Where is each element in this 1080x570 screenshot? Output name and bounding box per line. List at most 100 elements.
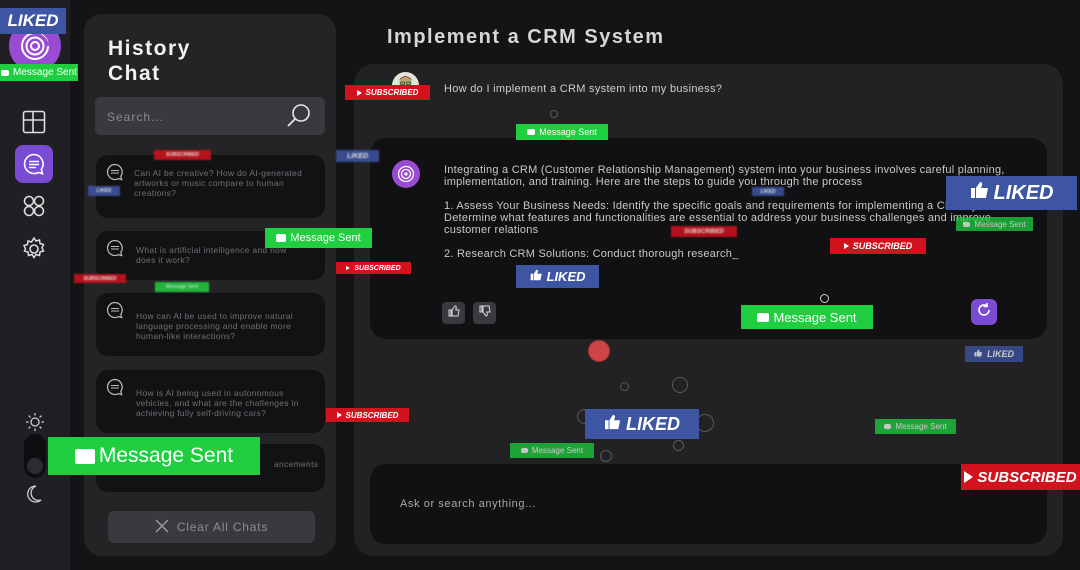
- list-item[interactable]: What is artificial intelligence and how …: [96, 231, 325, 280]
- clear-all-chats-button[interactable]: Clear All Chats: [108, 511, 315, 543]
- message-sent-label: Message Sent: [773, 309, 857, 325]
- layout-icon[interactable]: [15, 103, 53, 141]
- list-item[interactable]: How can AI be used to improve natural la…: [96, 293, 325, 356]
- liked-label: LIKED: [760, 188, 776, 195]
- assistant-avatar-icon: [392, 160, 420, 188]
- search-input[interactable]: [105, 105, 279, 129]
- message-sent-label: Message Sent: [539, 127, 597, 137]
- subscribed-label: SUBSCRIBED: [345, 410, 399, 420]
- subscribed-sticker: SUBSCRIBED: [830, 238, 926, 254]
- refresh-icon: [976, 302, 992, 323]
- play-icon: [346, 266, 351, 270]
- answer-paragraph: 1. Assess Your Business Needs: Identify …: [444, 200, 1006, 236]
- liked-label: LIKED: [993, 181, 1054, 204]
- subscribed-label: SUBSCRIBED: [977, 468, 1077, 486]
- message-sent-label: Message Sent: [166, 284, 198, 290]
- liked-label: LIKED: [96, 188, 112, 194]
- play-icon: [356, 89, 362, 96]
- subscribed-label: SUBSCRIBED: [83, 275, 117, 282]
- liked-label: LIKED: [546, 269, 586, 284]
- decorative-ring: [588, 340, 610, 362]
- liked-sticker: LIKED: [965, 346, 1023, 362]
- play-icon: [964, 471, 974, 483]
- subscribed-sticker: SUBSCRIBED: [326, 408, 409, 422]
- page-title: Implement a CRM System: [387, 26, 665, 48]
- history-title: History Chat: [108, 36, 258, 86]
- decorative-ring: [673, 440, 684, 451]
- decorative-ring: [620, 382, 629, 391]
- thumbs-down-button[interactable]: [473, 302, 496, 324]
- liked-label: LIKED: [347, 152, 368, 160]
- thumbs-up-icon: [448, 304, 460, 322]
- thumbs-up-button[interactable]: [442, 302, 465, 324]
- subscribed-label: SUBSCRIBED: [852, 241, 913, 251]
- community-icon[interactable]: [15, 187, 53, 225]
- liked-sticker: LIKED: [516, 265, 599, 288]
- message-sent-label: Message Sent: [974, 219, 1026, 229]
- message-sent-sticker: Message Sent: [155, 282, 209, 292]
- decorative-ring: [820, 294, 829, 303]
- thumbs-up-icon: [604, 414, 622, 435]
- settings-icon[interactable]: [15, 230, 53, 268]
- search-box: [95, 97, 325, 135]
- liked-label: LIKED: [987, 349, 1014, 359]
- liked-sticker: LIKED: [752, 187, 784, 196]
- liked-sticker: LIKED: [0, 8, 66, 34]
- message-sent-sticker: Message Sent: [741, 305, 873, 329]
- subscribed-sticker: SUBSCRIBED: [345, 85, 430, 100]
- subscribed-label: SUBSCRIBED: [365, 88, 419, 97]
- list-item[interactable]: How is AI being used in autonomous vehic…: [96, 370, 325, 433]
- message-sent-sticker: Message Sent: [875, 419, 956, 434]
- sun-icon[interactable]: [25, 412, 45, 437]
- clear-all-chats-label: Clear All Chats: [176, 520, 269, 534]
- list-item[interactable]: Can AI be creative? How do AI-generated …: [96, 155, 325, 218]
- history-item-text: How is AI being used in autonomous vehic…: [136, 388, 299, 418]
- chat-bubble-icon: [106, 378, 124, 401]
- message-bubble-icon: [527, 129, 536, 135]
- message-bubble-icon: [757, 312, 770, 322]
- subscribed-label: SUBSCRIBED: [165, 152, 200, 158]
- history-title-line1: History: [108, 37, 191, 60]
- composer: [370, 464, 1047, 544]
- liked-sticker: LIKED: [88, 186, 120, 196]
- history-item-text: ancements: [274, 459, 319, 469]
- message-sent-sticker: Message Sent: [516, 124, 608, 140]
- user-message: How do I implement a CRM system into my …: [444, 83, 723, 95]
- message-sent-label: Message Sent: [895, 422, 947, 431]
- close-icon: [155, 519, 169, 536]
- answer-paragraph: Integrating a CRM (Customer Relationship…: [444, 164, 1005, 188]
- message-sent-sticker: Message Sent: [510, 443, 594, 458]
- subscribed-label: SUBSCRIBED: [354, 264, 401, 272]
- thumbs-up-icon: [974, 349, 983, 359]
- chat-bubble-icon: [106, 163, 124, 186]
- liked-sticker: LIKED: [585, 409, 699, 439]
- message-sent-sticker: Message Sent: [956, 217, 1033, 231]
- play-icon: [843, 243, 849, 249]
- liked-sticker: LIKED: [336, 150, 379, 162]
- decorative-ring: [550, 110, 558, 118]
- moon-icon[interactable]: [27, 485, 43, 508]
- thumbs-down-icon: [479, 304, 491, 322]
- subscribed-sticker: SUBSCRIBED: [154, 150, 211, 160]
- search-icon[interactable]: [285, 102, 313, 135]
- regenerate-button[interactable]: [971, 299, 997, 325]
- chat-bubble-icon: [106, 239, 124, 262]
- liked-label: LIKED: [7, 11, 59, 30]
- history-title-line2: Chat: [108, 62, 161, 85]
- subscribed-sticker: SUBSCRIBED: [961, 464, 1080, 490]
- subscribed-sticker: SUBSCRIBED: [671, 226, 737, 237]
- theme-toggle-knob[interactable]: [27, 458, 43, 474]
- decorative-ring: [672, 377, 688, 393]
- chat-icon[interactable]: [15, 145, 53, 183]
- subscribed-sticker: SUBSCRIBED: [336, 262, 411, 274]
- message-bubble-icon: [74, 448, 95, 464]
- message-sent-label: Message Sent: [290, 232, 361, 244]
- thumbs-up-icon: [530, 269, 543, 284]
- message-bubble-icon: [520, 448, 528, 453]
- message-sent-label: Message Sent: [98, 444, 234, 467]
- message-bubble-icon: [963, 221, 971, 227]
- ask-input[interactable]: [398, 492, 1002, 516]
- chat-bubble-icon: [106, 301, 124, 324]
- liked-sticker: LIKED: [946, 176, 1077, 210]
- message-sent-label: Message Sent: [13, 67, 77, 78]
